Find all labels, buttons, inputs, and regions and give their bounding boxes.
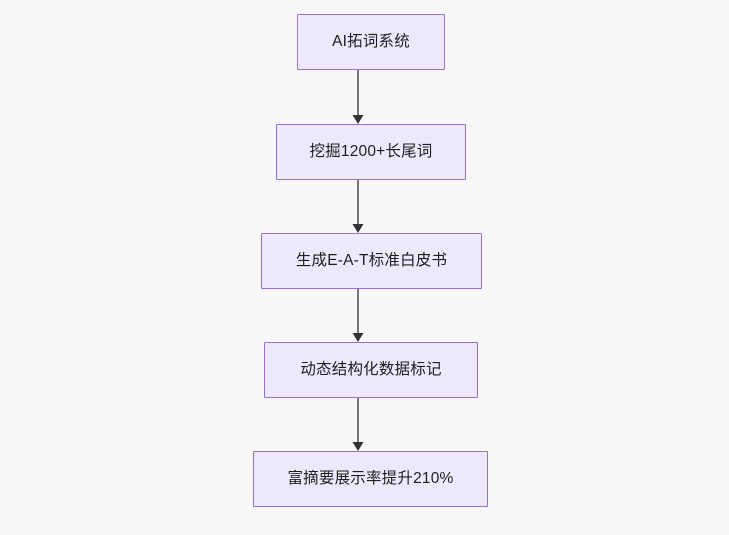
flow-node-label: 动态结构化数据标记	[300, 361, 442, 379]
flow-edge-n3-n4	[345, 289, 371, 342]
flow-edge-n1-n2	[345, 70, 371, 124]
flow-edge-n2-n3	[345, 180, 371, 233]
flow-node-label: AI拓词系统	[332, 33, 410, 51]
flow-node-generate-eat-whitepaper[interactable]: 生成E-A-T标准白皮书	[261, 233, 482, 289]
flow-node-mine-longtail-keywords[interactable]: 挖掘1200+长尾词	[276, 124, 466, 180]
flow-node-label: 挖掘1200+长尾词	[309, 143, 433, 161]
flow-edge-n4-n5	[345, 398, 371, 451]
flow-node-ai-keyword-system[interactable]: AI拓词系统	[297, 14, 445, 70]
flow-node-dynamic-structured-data-markup[interactable]: 动态结构化数据标记	[264, 342, 478, 398]
flow-node-label: 富摘要展示率提升210%	[287, 470, 454, 488]
flow-node-rich-snippet-impression-lift[interactable]: 富摘要展示率提升210%	[253, 451, 488, 507]
flow-node-label: 生成E-A-T标准白皮书	[295, 252, 448, 270]
